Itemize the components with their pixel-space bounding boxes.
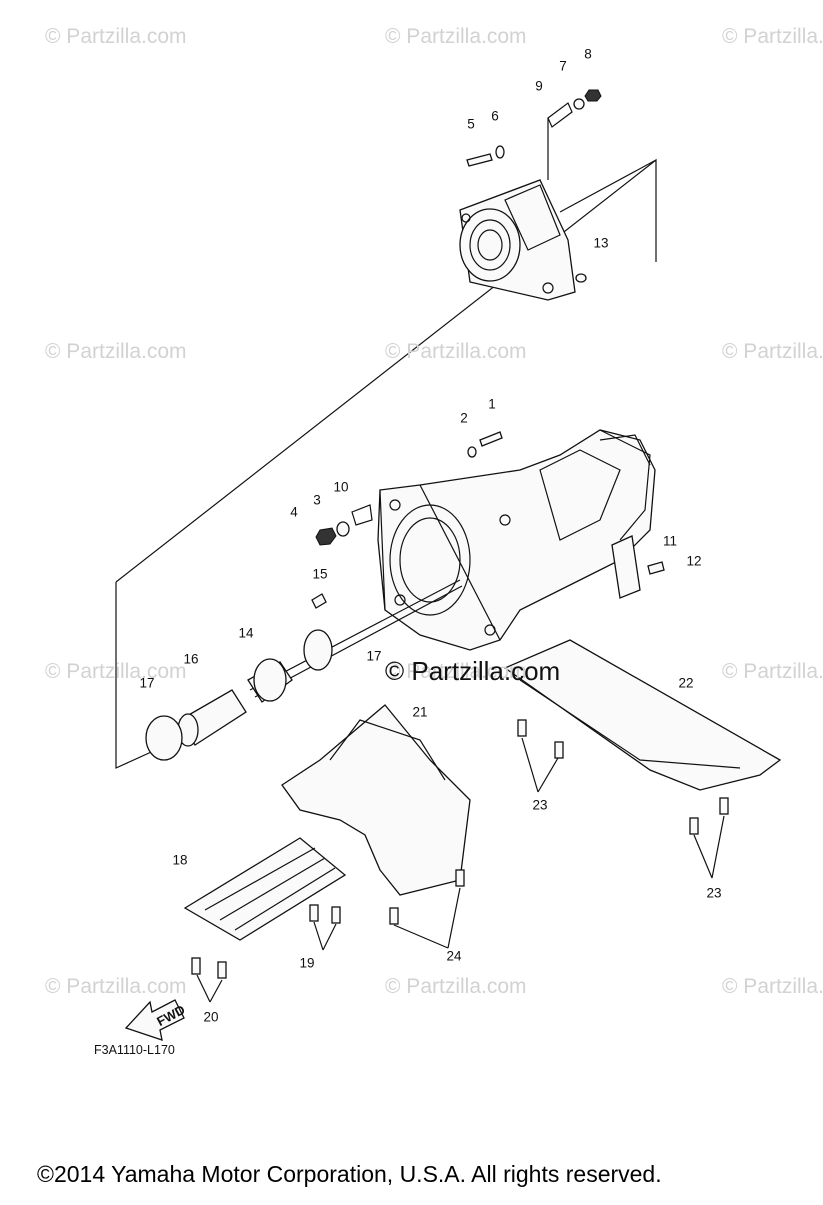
ride-plate-22 (503, 639, 782, 791)
washer-7 (573, 98, 585, 110)
callout-1: 1 (488, 396, 496, 412)
nut-4 (315, 527, 337, 546)
watermark: © Partzilla.com (385, 975, 527, 998)
callout-6: 6 (491, 108, 499, 124)
washer-6 (495, 145, 505, 159)
bolt-5 (466, 153, 493, 167)
callout-12: 12 (686, 553, 702, 569)
callout-10: 10 (333, 479, 349, 495)
watermark: © Partzilla.com (385, 660, 527, 683)
callout-13: 13 (593, 235, 609, 251)
callout-5: 5 (467, 116, 475, 132)
clamp-17-left (145, 715, 183, 761)
watermark: © Partzilla.com (385, 340, 527, 363)
callout-19: 19 (299, 955, 315, 971)
watermark: © Partzilla.com (722, 340, 823, 363)
watermark: © Partzilla.com (45, 25, 187, 48)
callout-16: 16 (183, 651, 199, 667)
callout-20: 20 (203, 1009, 219, 1025)
pump-housing (377, 429, 656, 651)
intake-grate-18 (183, 837, 347, 941)
bolt-1 (479, 431, 503, 447)
callout-23-left: 23 (532, 797, 548, 813)
watermark: © Partzilla.com (45, 340, 187, 363)
washer-2 (467, 446, 477, 458)
washer-13 (575, 273, 587, 283)
callout-3: 3 (313, 492, 321, 508)
callout-15: 15 (312, 566, 328, 582)
callout-24: 24 (446, 948, 462, 964)
cover-11 (611, 535, 641, 599)
watermark: © Partzilla.com (385, 25, 527, 48)
watermark: © Partzilla.com (45, 975, 187, 998)
center-watermark: © Partzilla.com (385, 656, 561, 686)
watermark: © Partzilla.com (722, 975, 823, 998)
screw-12 (647, 561, 665, 575)
copyright-notice: ©2014 Yamaha Motor Corporation, U.S.A. A… (37, 1161, 662, 1187)
callout-22: 22 (678, 675, 694, 691)
callout-23-right: 23 (706, 885, 722, 901)
plate-10 (351, 504, 373, 526)
callout-14: 14 (238, 625, 254, 641)
nut-8 (584, 89, 602, 102)
fwd-arrow (124, 999, 185, 1041)
bolts (191, 719, 729, 979)
watermark: © Partzilla.com (722, 660, 823, 683)
callout-17-right: 17 (366, 648, 382, 664)
callout-4: 4 (290, 504, 298, 520)
callout-7: 7 (559, 58, 567, 74)
watermark: © Partzilla.com (722, 25, 823, 48)
washer-3 (336, 521, 350, 537)
callout-18: 18 (172, 852, 188, 868)
bearing-housing (459, 179, 576, 301)
diagram-code: F3A1110-L170 (94, 1043, 175, 1057)
callout-8: 8 (584, 46, 592, 62)
callout-21: 21 (412, 704, 428, 720)
callout-2: 2 (460, 410, 468, 426)
intake-duct-21 (281, 704, 471, 896)
callout-17-left: 17 (139, 675, 155, 691)
callout-11: 11 (662, 533, 678, 549)
watermark: © Partzilla.com (45, 660, 187, 683)
clamp-17-right (303, 629, 333, 671)
plate-9 (547, 102, 573, 180)
screw-15 (311, 593, 327, 609)
callout-9: 9 (535, 78, 543, 94)
